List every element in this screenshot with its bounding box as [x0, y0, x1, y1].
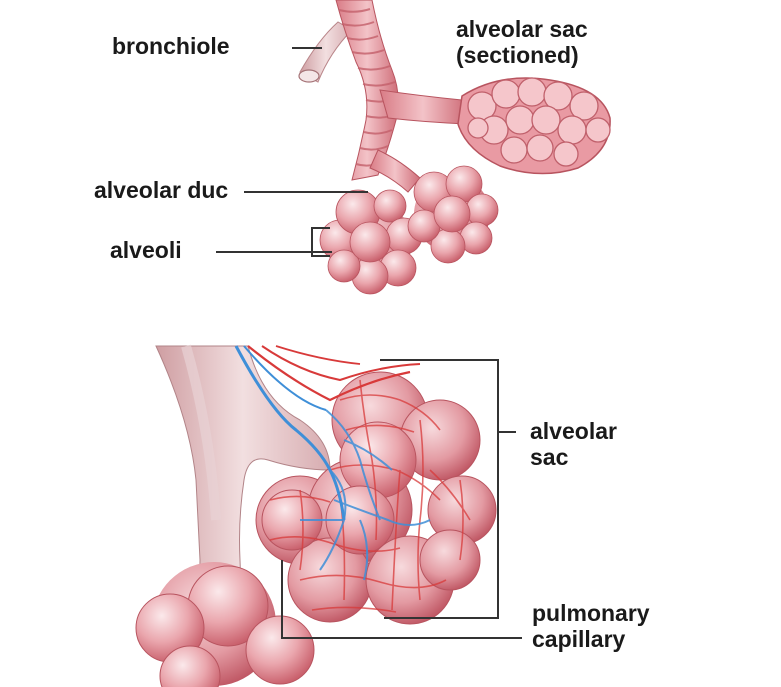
bottom-left-alveoli: [136, 562, 314, 687]
left-alveoli-cluster: [320, 190, 422, 294]
branch-to-cluster: [370, 150, 420, 192]
label-pulmonary-capillary-line1: pulmonary: [532, 600, 650, 626]
label-alveolar-duc: alveolar duc: [94, 178, 228, 203]
branch-to-sac: [380, 90, 466, 124]
label-alveolar-sac-line1: alveolar: [530, 418, 617, 444]
label-alveolar-sac-sectioned: alveolar sac (sectioned): [456, 16, 588, 68]
label-pulmonary-capillary: pulmonary capillary: [532, 600, 650, 652]
label-bronchiole: bronchiole: [112, 34, 230, 59]
label-alveoli: alveoli: [110, 238, 182, 263]
bottom-illustration: [136, 346, 522, 687]
label-alveolar-sac-sectioned-line2: (sectioned): [456, 42, 588, 68]
label-pulmonary-capillary-line2: capillary: [532, 626, 650, 652]
label-alveolar-sac-sectioned-line1: alveolar sac: [456, 16, 588, 42]
main-bronchiole: [336, 0, 398, 180]
right-alveoli-cluster: [408, 166, 498, 263]
label-alveolar-sac: alveolar sac: [530, 418, 617, 470]
bronchiole-opening: [299, 70, 319, 82]
capillary-alveolar-sac: [236, 346, 496, 624]
sectioned-alveolar-sac: [458, 78, 610, 174]
label-alveolar-sac-line2: sac: [530, 444, 617, 470]
